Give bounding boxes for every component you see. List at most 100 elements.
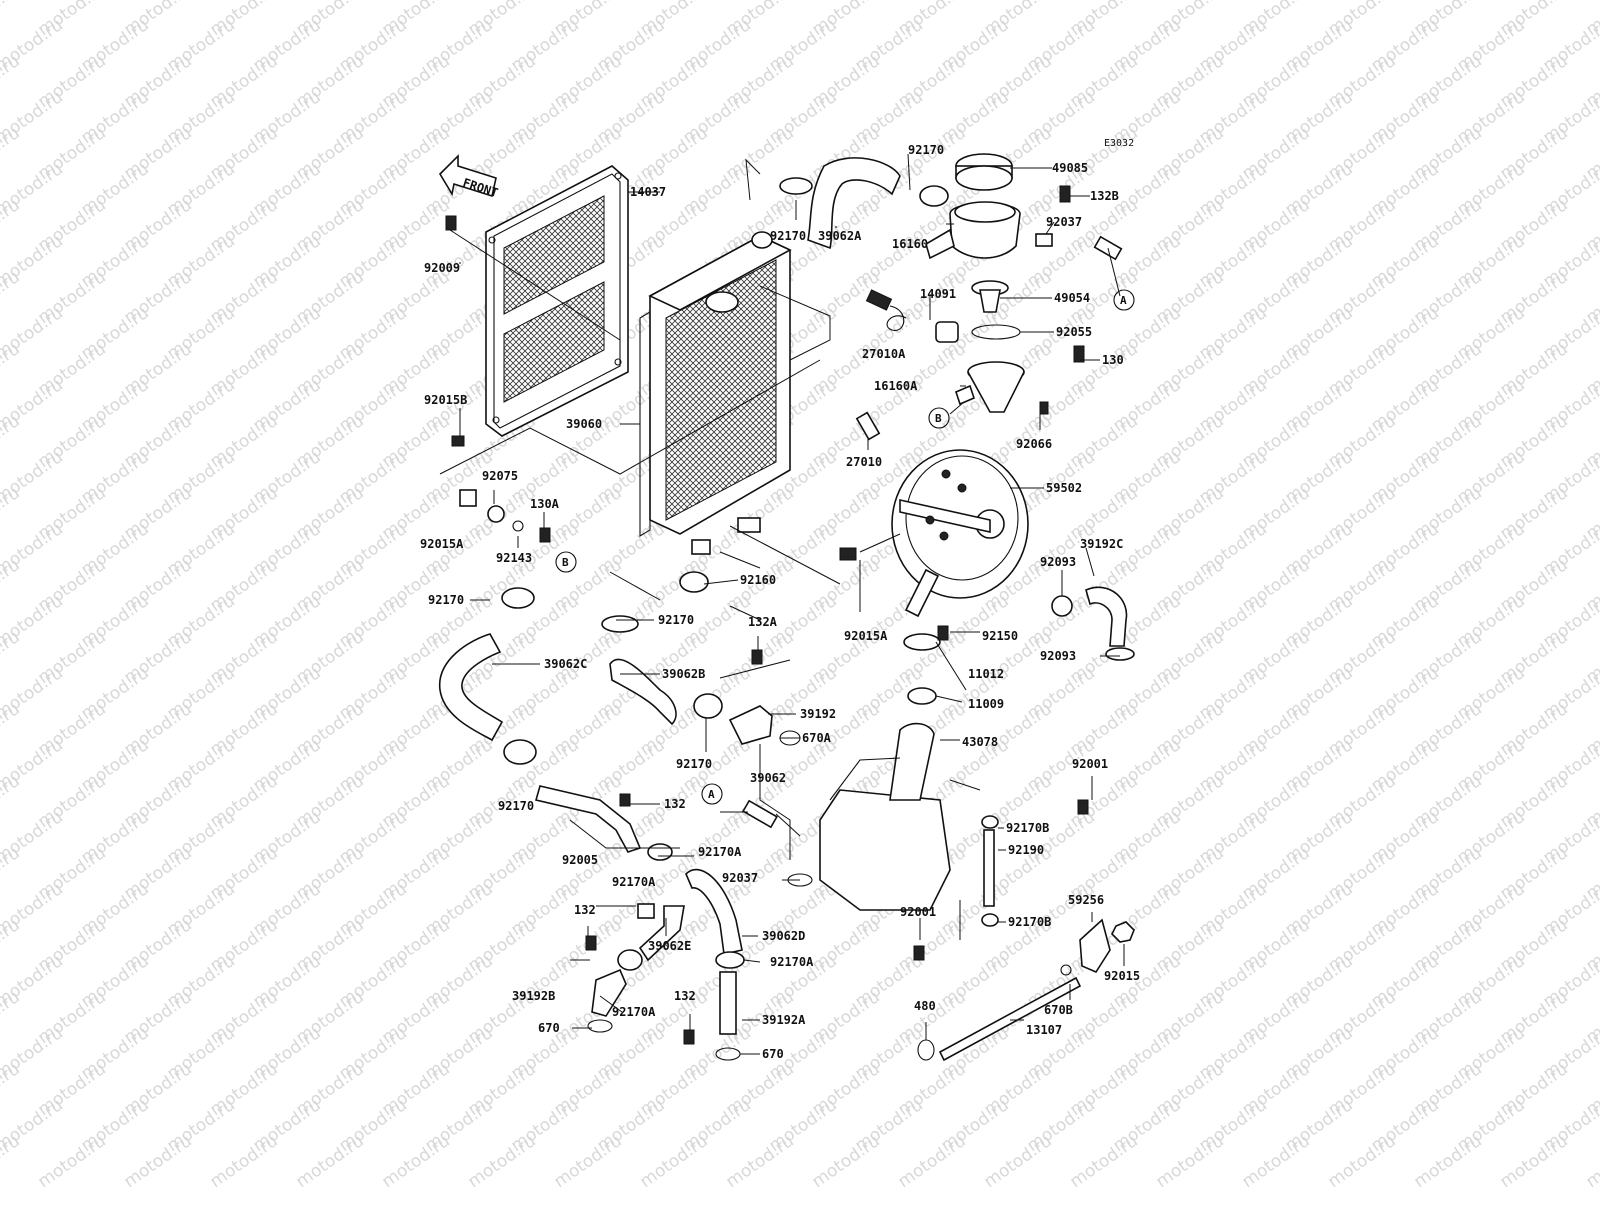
label-39192A: 39192A xyxy=(762,1013,806,1027)
label-670-a: 670 xyxy=(538,1021,560,1035)
label-92170-a: 92170 xyxy=(428,593,464,607)
label-480: 480 xyxy=(914,999,936,1013)
label-92160: 92160 xyxy=(740,573,776,587)
watermark-text: motod.ru xyxy=(292,1131,367,1192)
callout-A-left-icon xyxy=(701,783,723,805)
label-39062D: 39062D xyxy=(762,929,805,943)
nut-92015 xyxy=(1111,921,1135,943)
watermark-text: motod.ru xyxy=(1238,1131,1313,1192)
washer-670B xyxy=(1060,964,1072,976)
label-132-a: 132 xyxy=(664,797,686,811)
label-92170-e: 92170 xyxy=(770,229,806,243)
label-39062E: 39062E xyxy=(648,939,691,953)
bolt-132-left xyxy=(585,935,597,951)
label-14037: 14037 xyxy=(630,185,666,199)
label-B-left: B xyxy=(562,556,569,569)
label-92170-d: 92170 xyxy=(676,757,712,771)
label-132-c: 132 xyxy=(674,989,696,1003)
watermark-text: motod.ru xyxy=(34,1131,109,1192)
label-59502: 59502 xyxy=(1046,481,1082,495)
label-92093-a: 92093 xyxy=(1040,555,1076,569)
bolt-132-lower xyxy=(683,1029,695,1045)
hose-39062C xyxy=(439,633,504,742)
clamp-92170A-c xyxy=(715,951,745,969)
hose-92190 xyxy=(983,829,995,907)
watermark-text: motod.ru xyxy=(1582,1131,1600,1192)
clamp-92170A-b xyxy=(637,903,655,919)
filler-cap-49085 xyxy=(955,153,1013,191)
watermark-text: motod.ru xyxy=(0,0,24,40)
radiator-screen-14037 xyxy=(485,165,629,437)
impeller-59256 xyxy=(1079,918,1111,974)
label-39062B: 39062B xyxy=(662,667,705,681)
label-27010: 27010 xyxy=(846,455,882,469)
label-43078: 43078 xyxy=(962,735,998,749)
radiator-39060 xyxy=(639,231,792,555)
label-A-right: A xyxy=(1120,294,1127,307)
label-13107: 13107 xyxy=(1026,1023,1062,1037)
bolt-132B xyxy=(1059,185,1071,203)
callout-B-right-icon xyxy=(928,407,950,429)
label-92093-b: 92093 xyxy=(1040,649,1076,663)
label-670A: 670A xyxy=(802,731,832,745)
watermark-text: motod.ru xyxy=(206,1131,281,1192)
label-59256: 59256 xyxy=(1068,893,1104,907)
label-39062: 39062 xyxy=(750,771,786,785)
label-670B: 670B xyxy=(1044,1003,1073,1017)
thermo-switch-27010A xyxy=(865,289,907,331)
grommet-92075 xyxy=(487,505,505,523)
seal-11009 xyxy=(907,687,937,705)
watermark-text: motod.ru xyxy=(464,1131,539,1192)
pipe-92005 xyxy=(534,785,642,853)
label-11009: 11009 xyxy=(968,697,1004,711)
grommet-92093-b xyxy=(1105,647,1135,661)
clip-92037 xyxy=(1035,233,1053,247)
label-92015A-left: 92015A xyxy=(420,537,464,551)
label-39060: 39060 xyxy=(566,417,602,431)
cap-14091 xyxy=(935,321,959,343)
filler-neck-16160 xyxy=(925,201,1021,260)
label-39062A: 39062A xyxy=(818,229,862,243)
watermark-text: motod.ru xyxy=(722,1131,797,1192)
label-670-b: 670 xyxy=(762,1047,784,1061)
watermark-text: motod.ru xyxy=(550,1131,625,1192)
diagram-code: E3032 xyxy=(1104,138,1134,149)
label-39192B: 39192B xyxy=(512,989,555,1003)
label-132-b: 132 xyxy=(574,903,596,917)
leader-lines xyxy=(439,153,1125,1055)
label-92170A-a: 92170A xyxy=(698,845,742,859)
watermark-text: motod.ru xyxy=(378,1131,453,1192)
label-14091: 14091 xyxy=(920,287,956,301)
label-92001-a: 92001 xyxy=(1072,757,1108,771)
label-92055: 92055 xyxy=(1056,325,1092,339)
clamp-92170A-a xyxy=(647,843,673,861)
hose-39062B xyxy=(609,658,677,726)
fan-switch-27010 xyxy=(855,411,881,441)
label-92066: 92066 xyxy=(1016,437,1052,451)
label-92009: 92009 xyxy=(424,261,460,275)
clamp-92170B-lower xyxy=(981,913,999,927)
label-92170B-b: 92170B xyxy=(1008,915,1051,929)
pipe-39192A xyxy=(719,971,737,1035)
washer-92143 xyxy=(512,520,524,532)
clamp-92170-lower-left xyxy=(503,739,537,765)
clamp-92170-upper-left xyxy=(779,177,813,195)
label-92143: 92143 xyxy=(496,551,532,565)
clip-92015B xyxy=(451,435,465,447)
label-92170A-c: 92170A xyxy=(770,955,814,969)
part-number-labels: E3032 14037 92009 92015B 39060 92075 130… xyxy=(420,138,1140,1061)
cap-11012 xyxy=(903,633,941,651)
thermostat-49054 xyxy=(971,280,1009,313)
label-92037-right: 92037 xyxy=(1046,215,1082,229)
label-92015: 92015 xyxy=(1104,969,1140,983)
label-92037-lower: 92037 xyxy=(722,871,758,885)
label-132B: 132B xyxy=(1090,189,1119,203)
label-130: 130 xyxy=(1102,353,1124,367)
label-92015A-right: 92015A xyxy=(844,629,888,643)
bolt-132A xyxy=(751,649,763,665)
label-92001-b: 92001 xyxy=(900,905,936,919)
watermark-text: motod.ru xyxy=(894,1131,969,1192)
label-B-right: B xyxy=(935,412,942,425)
bolt-92009 xyxy=(445,215,457,231)
